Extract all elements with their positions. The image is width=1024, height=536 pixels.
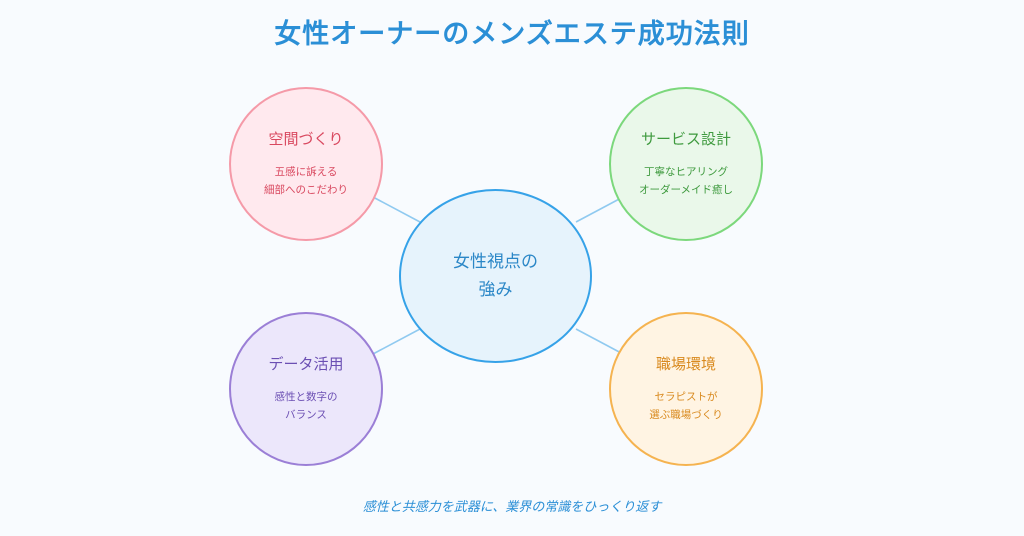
node-service: サービス設計 丁寧なヒアリング オーダーメイド癒し — [609, 87, 763, 241]
connector-data — [372, 328, 421, 355]
node-space: 空間づくり 五感に訴える 細部へのこだわり — [229, 87, 383, 241]
connector-work — [575, 328, 624, 355]
node-service-line2: オーダーメイド癒し — [638, 184, 734, 196]
node-center: 女性視点の 強み — [399, 189, 592, 363]
node-space-line1: 五感に訴える — [274, 166, 338, 178]
node-work-line1: セラピストが — [654, 391, 718, 403]
connector-service — [575, 196, 624, 223]
node-work: 職場環境 セラピストが 選ぶ職場づくり — [609, 312, 763, 466]
node-space-title: 空間づくり — [268, 130, 344, 148]
node-data-line1: 感性と数字の — [274, 391, 338, 403]
node-service-title: サービス設計 — [640, 130, 731, 148]
node-work-line2: 選ぶ職場づくり — [649, 409, 723, 421]
node-center-line2: 強み — [478, 280, 513, 300]
node-service-line1: 丁寧なヒアリング — [644, 166, 728, 178]
connector-space — [372, 196, 421, 223]
footer-tagline: 感性と共感力を武器に、業界の常識をひっくり返す — [362, 500, 662, 515]
node-work-title: 職場環境 — [655, 355, 716, 373]
node-space-line2: 細部へのこだわり — [264, 184, 348, 196]
page-title: 女性オーナーのメンズエステ成功法則 — [274, 19, 750, 50]
node-data-title: データ活用 — [268, 355, 344, 373]
node-data: データ活用 感性と数字の バランス — [229, 312, 383, 466]
node-center-line1: 女性視点の — [453, 252, 538, 272]
node-data-line2: バランス — [285, 409, 327, 421]
